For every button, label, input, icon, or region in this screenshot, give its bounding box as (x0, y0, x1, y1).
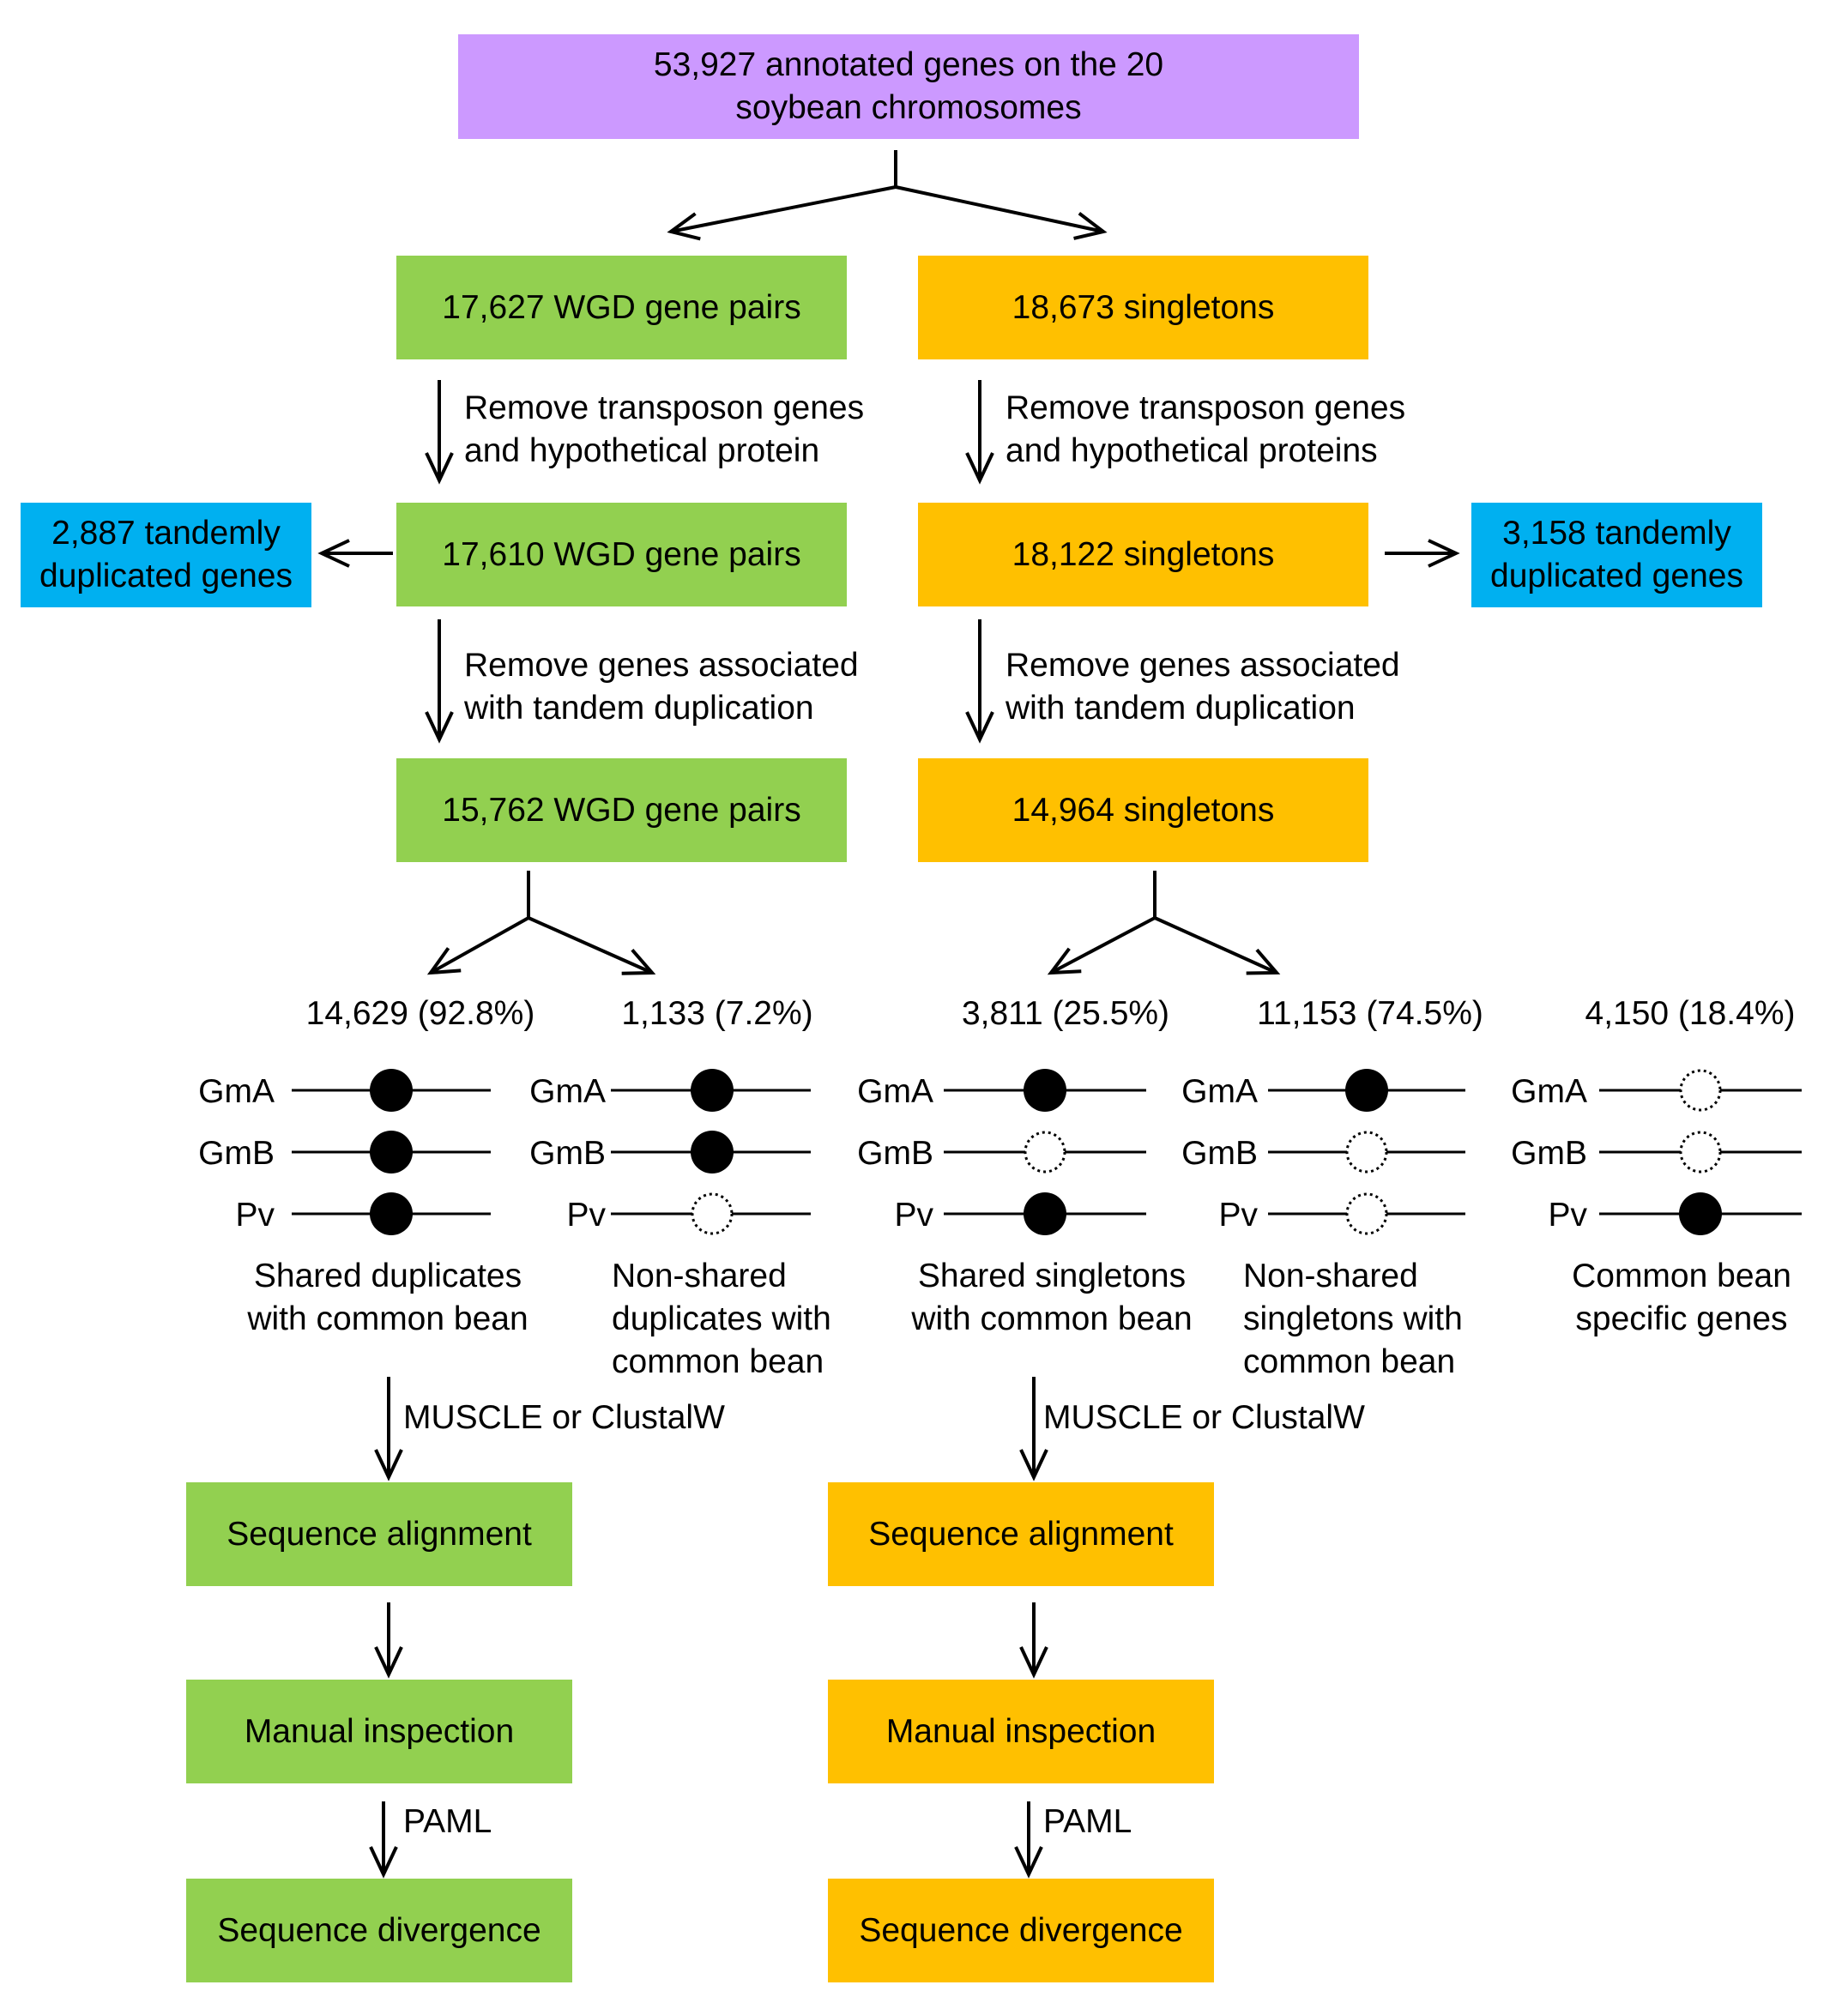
gene-present-dot (1024, 1192, 1066, 1235)
manual-inspection-box-left: Manual inspection (186, 1680, 572, 1783)
arrow-to-nonshared-sing (1154, 916, 1281, 975)
total-genes-line2: soybean chromosomes (735, 89, 1082, 126)
wgd-pairs-label-3: 15,762 WGD gene pairs (442, 791, 801, 829)
gene-present-dot (1679, 1192, 1722, 1235)
step-muscle-right: MUSCLE or ClustalW (1043, 1399, 1365, 1436)
arrow-to-sing1 (895, 185, 1108, 240)
tandem-right-line1: 3,158 tandemly (1502, 515, 1731, 552)
gene-absent-dot (1345, 1192, 1388, 1235)
sequence-alignment-box-left: Sequence alignment (186, 1482, 572, 1586)
arrow-to-shared-dup (426, 916, 529, 975)
sequence-divergence-box-right: Sequence divergence (828, 1879, 1214, 1982)
group-count-nonshared-sing: 11,153 (74.5%) (1257, 995, 1483, 1032)
gene-present-dot (370, 1192, 413, 1235)
genome-label-gma: GmA (1181, 1073, 1258, 1110)
arrow-to-shared-sing (1047, 916, 1156, 975)
step-paml-left: PAML (403, 1803, 492, 1840)
genome-label-gma: GmA (529, 1073, 606, 1110)
gene-absent-dot (1024, 1131, 1066, 1173)
gene-present-dot (691, 1069, 734, 1112)
tandem-left-line2: duplicated genes (39, 558, 293, 594)
genome-label-gmb: GmB (198, 1135, 275, 1172)
singletons-box-1: 18,673 singletons (918, 256, 1368, 359)
genome-label-pv: Pv (894, 1197, 933, 1234)
genome-label-pv: Pv (566, 1197, 606, 1234)
genome-label-gmb: GmB (529, 1135, 606, 1172)
gene-absent-dot (1679, 1131, 1722, 1173)
singletons-box-2: 18,122 singletons (918, 503, 1368, 606)
tandem-left-box: 2,887 tandemly duplicated genes (21, 503, 311, 607)
gene-present-dot (370, 1131, 413, 1173)
total-genes-box: 53,927 annotated genes on the 20 soybean … (458, 34, 1359, 139)
step-muscle-left: MUSCLE or ClustalW (403, 1399, 725, 1436)
wgd-pairs-box-3: 15,762 WGD gene pairs (396, 758, 847, 862)
genome-label-gma: GmA (1511, 1073, 1587, 1110)
genome-label-gmb: GmB (1511, 1135, 1587, 1172)
genome-label-gmb: GmB (857, 1135, 933, 1172)
wgd-pairs-label-2: 17,610 WGD gene pairs (442, 535, 801, 573)
genome-label-gma: GmA (857, 1073, 933, 1110)
genome-label-gma: GmA (198, 1073, 275, 1110)
gene-present-dot (1024, 1069, 1066, 1112)
wgd-pairs-box-2: 17,610 WGD gene pairs (396, 503, 847, 606)
total-genes-line1: 53,927 annotated genes on the 20 (653, 46, 1164, 83)
gene-absent-dot (1679, 1069, 1722, 1112)
singletons-label-2: 18,122 singletons (1012, 535, 1275, 573)
step-paml-right: PAML (1043, 1803, 1132, 1840)
gene-present-dot (370, 1069, 413, 1112)
group-count-nonshared-dup: 1,133 (7.2%) (621, 995, 813, 1032)
gene-present-dot (1345, 1069, 1388, 1112)
tandem-right-box: 3,158 tandemly duplicated genes (1471, 503, 1762, 607)
gene-absent-dot (1345, 1131, 1388, 1173)
gene-absent-dot (691, 1192, 734, 1235)
arrow-to-wgd1 (667, 185, 897, 241)
tandem-right-line2: duplicated genes (1490, 558, 1743, 594)
manual-inspection-box-right: Manual inspection (828, 1680, 1214, 1783)
wgd-pairs-box-1: 17,627 WGD gene pairs (396, 256, 847, 359)
singletons-label-1: 18,673 singletons (1012, 288, 1275, 326)
sequence-divergence-box-left: Sequence divergence (186, 1879, 572, 1982)
singletons-label-3: 14,964 singletons (1012, 791, 1275, 829)
gene-present-dot (691, 1131, 734, 1173)
arrow-to-nonshared-dup (528, 916, 656, 975)
group-count-shared-sing: 3,811 (25.5%) (961, 995, 1170, 1032)
genome-label-pv: Pv (235, 1197, 275, 1234)
wgd-pairs-label-1: 17,627 WGD gene pairs (442, 288, 801, 326)
genome-label-pv: Pv (1548, 1197, 1587, 1234)
group-count-bean-specific: 4,150 (18.4%) (1585, 995, 1796, 1032)
group-count-shared-dup: 14,629 (92.8%) (305, 995, 535, 1032)
genome-label-gmb: GmB (1181, 1135, 1258, 1172)
singletons-box-3: 14,964 singletons (918, 758, 1368, 862)
tandem-left-line1: 2,887 tandemly (51, 515, 281, 552)
genome-label-pv: Pv (1218, 1197, 1258, 1234)
sequence-alignment-box-right: Sequence alignment (828, 1482, 1214, 1586)
